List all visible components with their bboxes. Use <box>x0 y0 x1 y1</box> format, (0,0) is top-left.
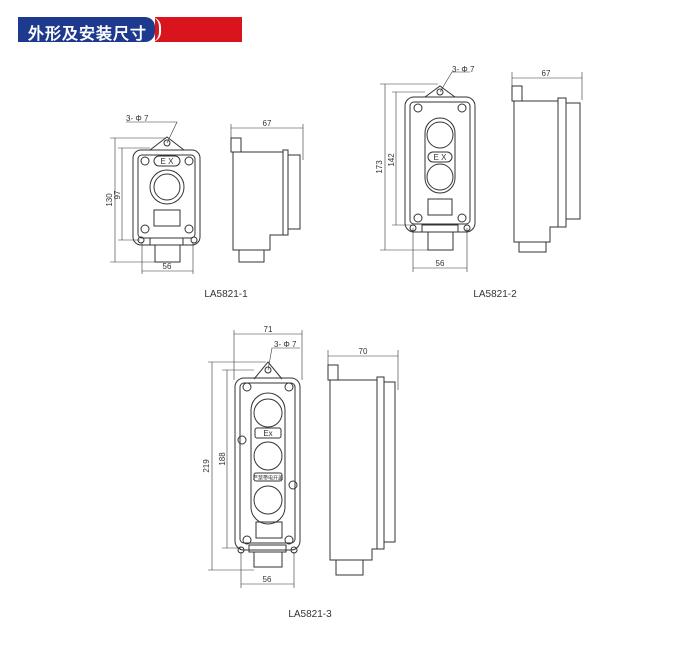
dim-depth: 67 <box>263 119 272 128</box>
ex-mark: Ex <box>263 429 272 438</box>
dim-height-mount: 142 <box>387 153 396 167</box>
dim-height-total: 130 <box>105 193 114 207</box>
dim-width-mount: 56 <box>263 575 272 584</box>
dim-height-total: 173 <box>375 160 384 174</box>
model-label: LA5821-1 <box>204 289 248 300</box>
hole-spec: 3- Φ 7 <box>452 65 475 74</box>
ex-mark: E X <box>434 153 448 162</box>
drawing-la5821-2-front: E X 3- Φ 7 173 142 56 <box>375 65 476 272</box>
dim-width-mount: 56 <box>436 259 445 268</box>
warning-label: 严禁带电开盖 <box>253 475 283 482</box>
section-banner: 外形及安装尺寸 <box>18 17 242 43</box>
dim-depth: 70 <box>359 347 368 356</box>
model-label: LA5821-2 <box>473 289 517 300</box>
dim-depth: 67 <box>542 69 551 78</box>
model-label: LA5821-3 <box>288 609 332 620</box>
drawing-la5821-3-side: 70 <box>327 347 399 576</box>
drawing-la5821-3-front: Ex 严禁带电开盖 71 3- Φ 7 219 188 56 <box>202 325 303 588</box>
dim-width-mount: 56 <box>163 262 172 271</box>
drawing-la5821-2-side: 67 <box>511 69 583 253</box>
dim-height-total: 219 <box>202 459 211 473</box>
dim-height-mount: 97 <box>113 190 122 199</box>
dim-height-mount: 188 <box>218 452 227 466</box>
hole-spec: 3- Φ 7 <box>274 340 297 349</box>
drawing-la5821-1-side: 67 <box>230 119 304 263</box>
ex-mark: E X <box>161 157 175 166</box>
dim-width-total: 71 <box>264 325 273 334</box>
section-title: 外形及安装尺寸 <box>28 26 148 43</box>
hole-spec: 3- Φ 7 <box>126 114 149 123</box>
drawing-la5821-1-front: E X 3- Φ 7 130 97 56 <box>105 114 201 274</box>
